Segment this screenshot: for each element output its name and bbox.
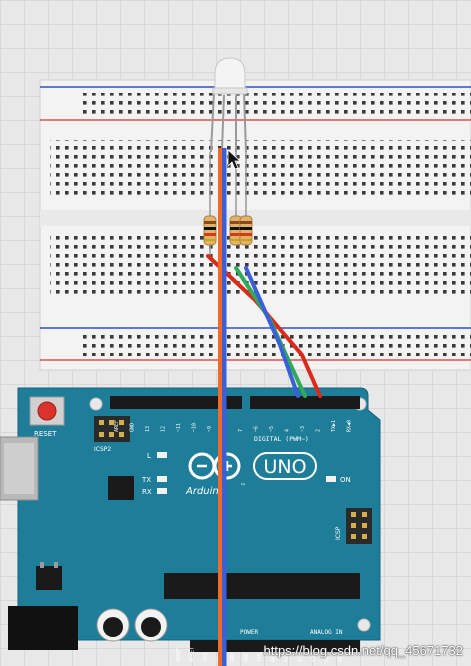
bottom-pin-label: A1 [284,656,290,662]
top-pin-label: ~6 [254,426,260,432]
rx-led [157,488,167,494]
top-pin-label: ~5 [269,426,275,432]
bottom-pin-label: RESET [190,647,196,662]
l-led-label: L [147,452,151,460]
power-label: POWER [240,629,258,636]
top-pin-label: ~9 [207,426,213,432]
tx-led [157,476,167,482]
top-pin-label: 13 [145,426,151,432]
model-label: UNO [263,456,306,478]
reset-label: RESET [34,430,57,438]
wire-blue[interactable] [244,266,300,398]
microcontroller-chip [164,573,360,599]
top-pin-label: ~11 [176,423,182,432]
center-channel [40,210,471,226]
top-pin-label: RX◀0 [347,420,353,432]
top-pin-label: ~10 [192,423,198,432]
top-pin-label: 12 [161,426,167,432]
l-led [157,452,167,458]
usb-chip [108,476,134,500]
mouse-cursor-icon [227,149,242,170]
mounting-hole [357,618,371,632]
top-pin-label: 7 [238,429,244,432]
rx-led-label: RX [142,488,152,496]
icsp2-header[interactable] [94,416,130,442]
bottom-pin-label: A0 [271,656,277,662]
digital-label: DIGITAL (PWM~) [254,435,309,443]
top-rail-holes[interactable] [82,93,471,115]
bottom-rail-holes[interactable] [82,334,471,356]
power-analog-header[interactable] [190,640,360,652]
brand-tm: ™ [240,483,246,490]
wires[interactable] [206,148,322,666]
bottom-pin-label: 3V3 [203,653,209,662]
power-jack[interactable] [8,606,78,650]
resistor-red-channel[interactable] [203,152,217,258]
voltage-regulator [36,566,62,590]
icsp-label: ICSP [335,526,342,540]
tx-led-label: TX [141,476,151,484]
icsp2-label: ICSP2 [94,446,111,453]
resistor-blue-channel[interactable] [239,152,253,246]
on-led [326,476,336,482]
arduino-uno-board[interactable]: RESET ICSP2 AREFGND1312~11~10~987~6~54~3… [0,387,381,662]
bottom-pin-label: A2 [298,656,304,662]
top-pin-label: 2 [316,429,322,432]
analog-label: ANALOG IN [310,629,343,636]
mounting-hole [89,397,103,411]
bottom-pin-label: A3 [311,656,317,662]
upper-terminal-holes[interactable] [50,140,471,198]
bottom-pin-label: A5 [338,656,344,662]
digital-header[interactable] [110,396,360,409]
top-pin-label: GND [130,423,136,432]
bottom-pin-label: GND [230,653,236,662]
top-pin-label: AREF [114,420,120,432]
icsp-header[interactable] [346,508,372,544]
bottom-pin-label: A4 [325,656,331,662]
bottom-pin-label: VIN [257,653,263,662]
reset-button[interactable] [29,396,65,426]
wire-red[interactable] [206,254,322,398]
bottom-pin-label: IOREF [176,647,182,662]
on-led-label: ON [340,476,351,484]
breadboard[interactable] [39,79,471,371]
uno-badge [253,452,317,480]
top-pin-label: 4 [285,429,291,432]
top-pin-label: ~3 [300,426,306,432]
watermark-text: https://blog.csdn.net/qq_45671732 [263,643,464,658]
top-pin-label: TX▶1 [331,420,337,432]
brand-label: Arduino [185,486,225,497]
lower-terminal-holes[interactable] [50,236,471,298]
rgb-led[interactable] [210,57,248,153]
bottom-pin-label: GND [244,653,250,662]
